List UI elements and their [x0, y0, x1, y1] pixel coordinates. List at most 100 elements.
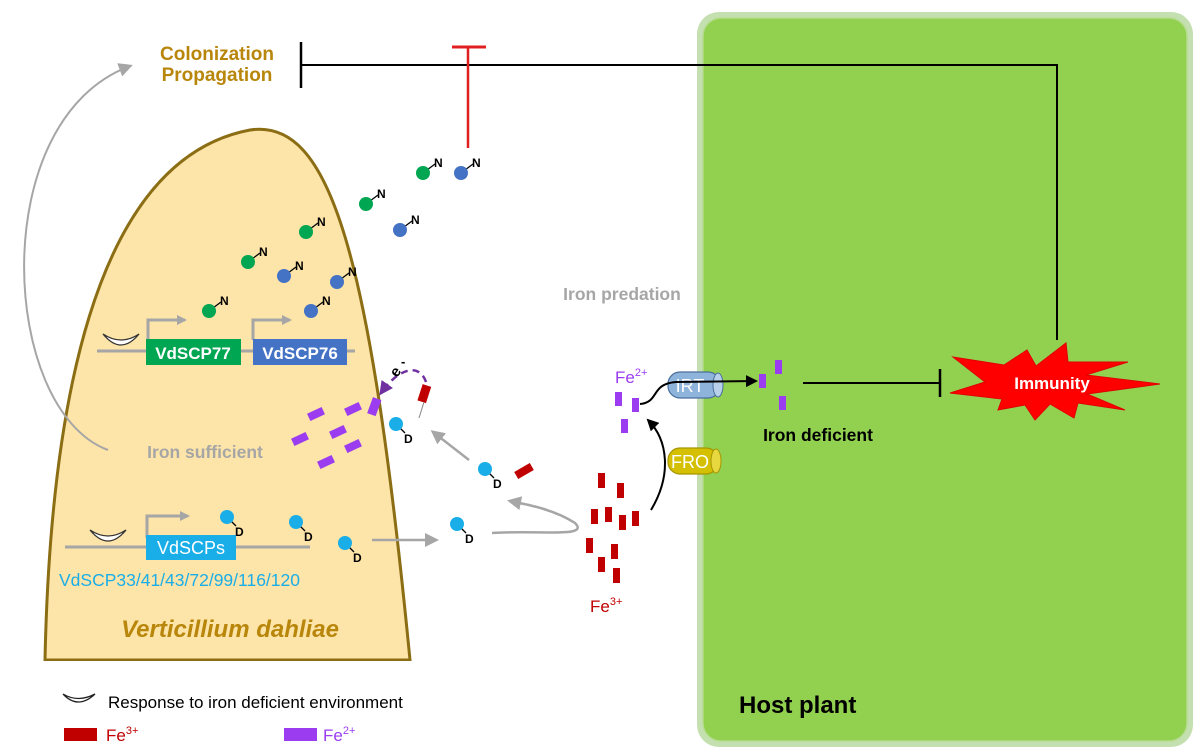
fe2-ion — [317, 454, 335, 470]
gene-locus-vdscp77-76: VdSCP77 VdSCP76 — [97, 315, 355, 365]
immunity-label: Immunity — [1014, 374, 1090, 393]
fro-transporter: FRO — [667, 447, 722, 475]
legend-fe3-swatch — [64, 728, 97, 741]
gene-vdscps-members: VdSCP33/41/43/72/99/116/120 — [59, 570, 300, 590]
vdscp77-protein: N — [359, 187, 386, 211]
gene-vdscp76-box — [253, 339, 347, 365]
vdscp-protein: D — [220, 510, 244, 539]
n-terminal-tag: N — [472, 156, 481, 170]
immunity-burst: Immunity — [949, 342, 1161, 421]
legend-fe3-label: Fe3+ — [106, 725, 138, 745]
iron-deficient-inhibits-immunity — [803, 369, 942, 397]
gene-vdscp77-box — [146, 339, 241, 365]
immunity-inhibits-colonization — [299, 42, 1058, 340]
n-terminal-tag: N — [411, 213, 420, 227]
colonization-label: Colonization — [160, 44, 274, 65]
vdscp76-protein: N — [393, 213, 420, 237]
iron-sufficient-label: Iron sufficient — [147, 442, 263, 462]
d-terminal-tag: D — [304, 530, 313, 544]
fe3-cluster — [586, 473, 639, 583]
n-terminal-tag: N — [317, 215, 326, 229]
d-terminal-tag: D — [353, 551, 362, 565]
fe2-cluster-plant — [759, 360, 786, 410]
fro-reduction-arrow — [646, 418, 666, 511]
vdscp76-protein: N — [330, 265, 357, 289]
fe3-ion — [598, 473, 605, 488]
fe2-cluster-outside — [615, 392, 639, 433]
fe2-ion — [307, 406, 325, 422]
fe3-ion — [617, 483, 624, 498]
fe3-ion — [611, 544, 618, 559]
gene-vdscps-label: VdSCPs — [157, 538, 225, 558]
fe2-cluster-fungus — [291, 401, 362, 470]
irt-uptake-arrow — [639, 375, 758, 405]
iron-deficient-label: Iron deficient — [763, 425, 873, 445]
irt-label: IRT — [676, 376, 705, 396]
irt-transporter: IRT — [667, 371, 724, 399]
vdscp76-protein: N — [454, 156, 481, 180]
host-plant-panel — [697, 12, 1193, 747]
host-plant-label: Host plant — [739, 692, 856, 719]
fro-label: FRO — [671, 452, 709, 472]
vdscp77-protein: N — [416, 156, 443, 180]
fe2-ion — [632, 398, 639, 412]
fe2-ion — [775, 360, 782, 374]
siderophore-flow-arrows — [372, 430, 579, 547]
d-terminal-tag: D — [235, 525, 244, 539]
n-terminal-tag: N — [377, 187, 386, 201]
fe3-ion — [591, 509, 598, 524]
vdscp-protein: D — [289, 515, 313, 544]
legend-response-icon — [62, 693, 96, 703]
fe3-ion — [632, 511, 639, 526]
fe2-reduced-block — [367, 397, 382, 417]
fe2-ion — [621, 419, 628, 433]
organism-label: Verticillium dahliae — [121, 616, 339, 643]
n-terminal-tag: N — [434, 156, 443, 170]
electron-sign: - — [401, 354, 405, 369]
vdscp77-protein: N — [241, 245, 268, 269]
gene-vdscp77-label: VdSCP77 — [155, 344, 231, 363]
vdscp-protein: D — [389, 417, 413, 446]
fe3-bound-block — [417, 384, 432, 404]
vdscp77-protein: N — [299, 215, 326, 239]
vdscp77-protein: N — [202, 294, 229, 318]
legend-fe2-swatch — [284, 728, 317, 741]
fe3-ion — [613, 568, 620, 583]
n-terminal-tag: N — [295, 259, 304, 273]
fe3-ion — [598, 557, 605, 572]
fe2-ion — [615, 392, 622, 406]
effector-inhibition-marker — [452, 45, 486, 148]
vdscp-protein: D — [338, 536, 362, 565]
iron-predation-label: Iron predation — [563, 284, 681, 304]
vdscp-protein: D — [478, 462, 502, 491]
d-terminal-tag: D — [465, 532, 474, 546]
fe2-ion — [344, 438, 362, 454]
propagation-label: Propagation — [162, 65, 273, 86]
iron-response-element-icon — [102, 333, 140, 346]
legend-fe2-label: Fe2+ — [323, 725, 355, 745]
d-proteins: D D D D D D — [220, 417, 502, 565]
gene-vdscp76-label: VdSCP76 — [262, 344, 338, 363]
fe2-ion — [759, 374, 766, 388]
fe3-ion — [586, 538, 593, 553]
d-terminal-tag: D — [493, 477, 502, 491]
gene-vdscps-box — [146, 535, 236, 560]
fe2-ion — [779, 396, 786, 410]
n-terminal-tag: N — [259, 245, 268, 259]
legend: Response to iron deficient environment F… — [62, 693, 403, 745]
fe3-ion — [619, 515, 626, 530]
fungus-base-mask — [40, 661, 420, 671]
vdscp-protein: D — [450, 517, 474, 546]
fe2-label: Fe2+ — [615, 367, 647, 387]
fe3-label: Fe3+ — [590, 596, 622, 616]
fe2-ion — [329, 424, 347, 440]
fe3-ion — [605, 507, 612, 522]
n-terminal-tag: N — [348, 265, 357, 279]
iron-response-element-icon — [89, 529, 127, 542]
fe2-ion — [291, 431, 309, 447]
fungus-cell — [43, 127, 412, 662]
iron-sufficient-to-colonization-arrow — [23, 63, 133, 451]
d-terminal-tag: D — [404, 432, 413, 446]
